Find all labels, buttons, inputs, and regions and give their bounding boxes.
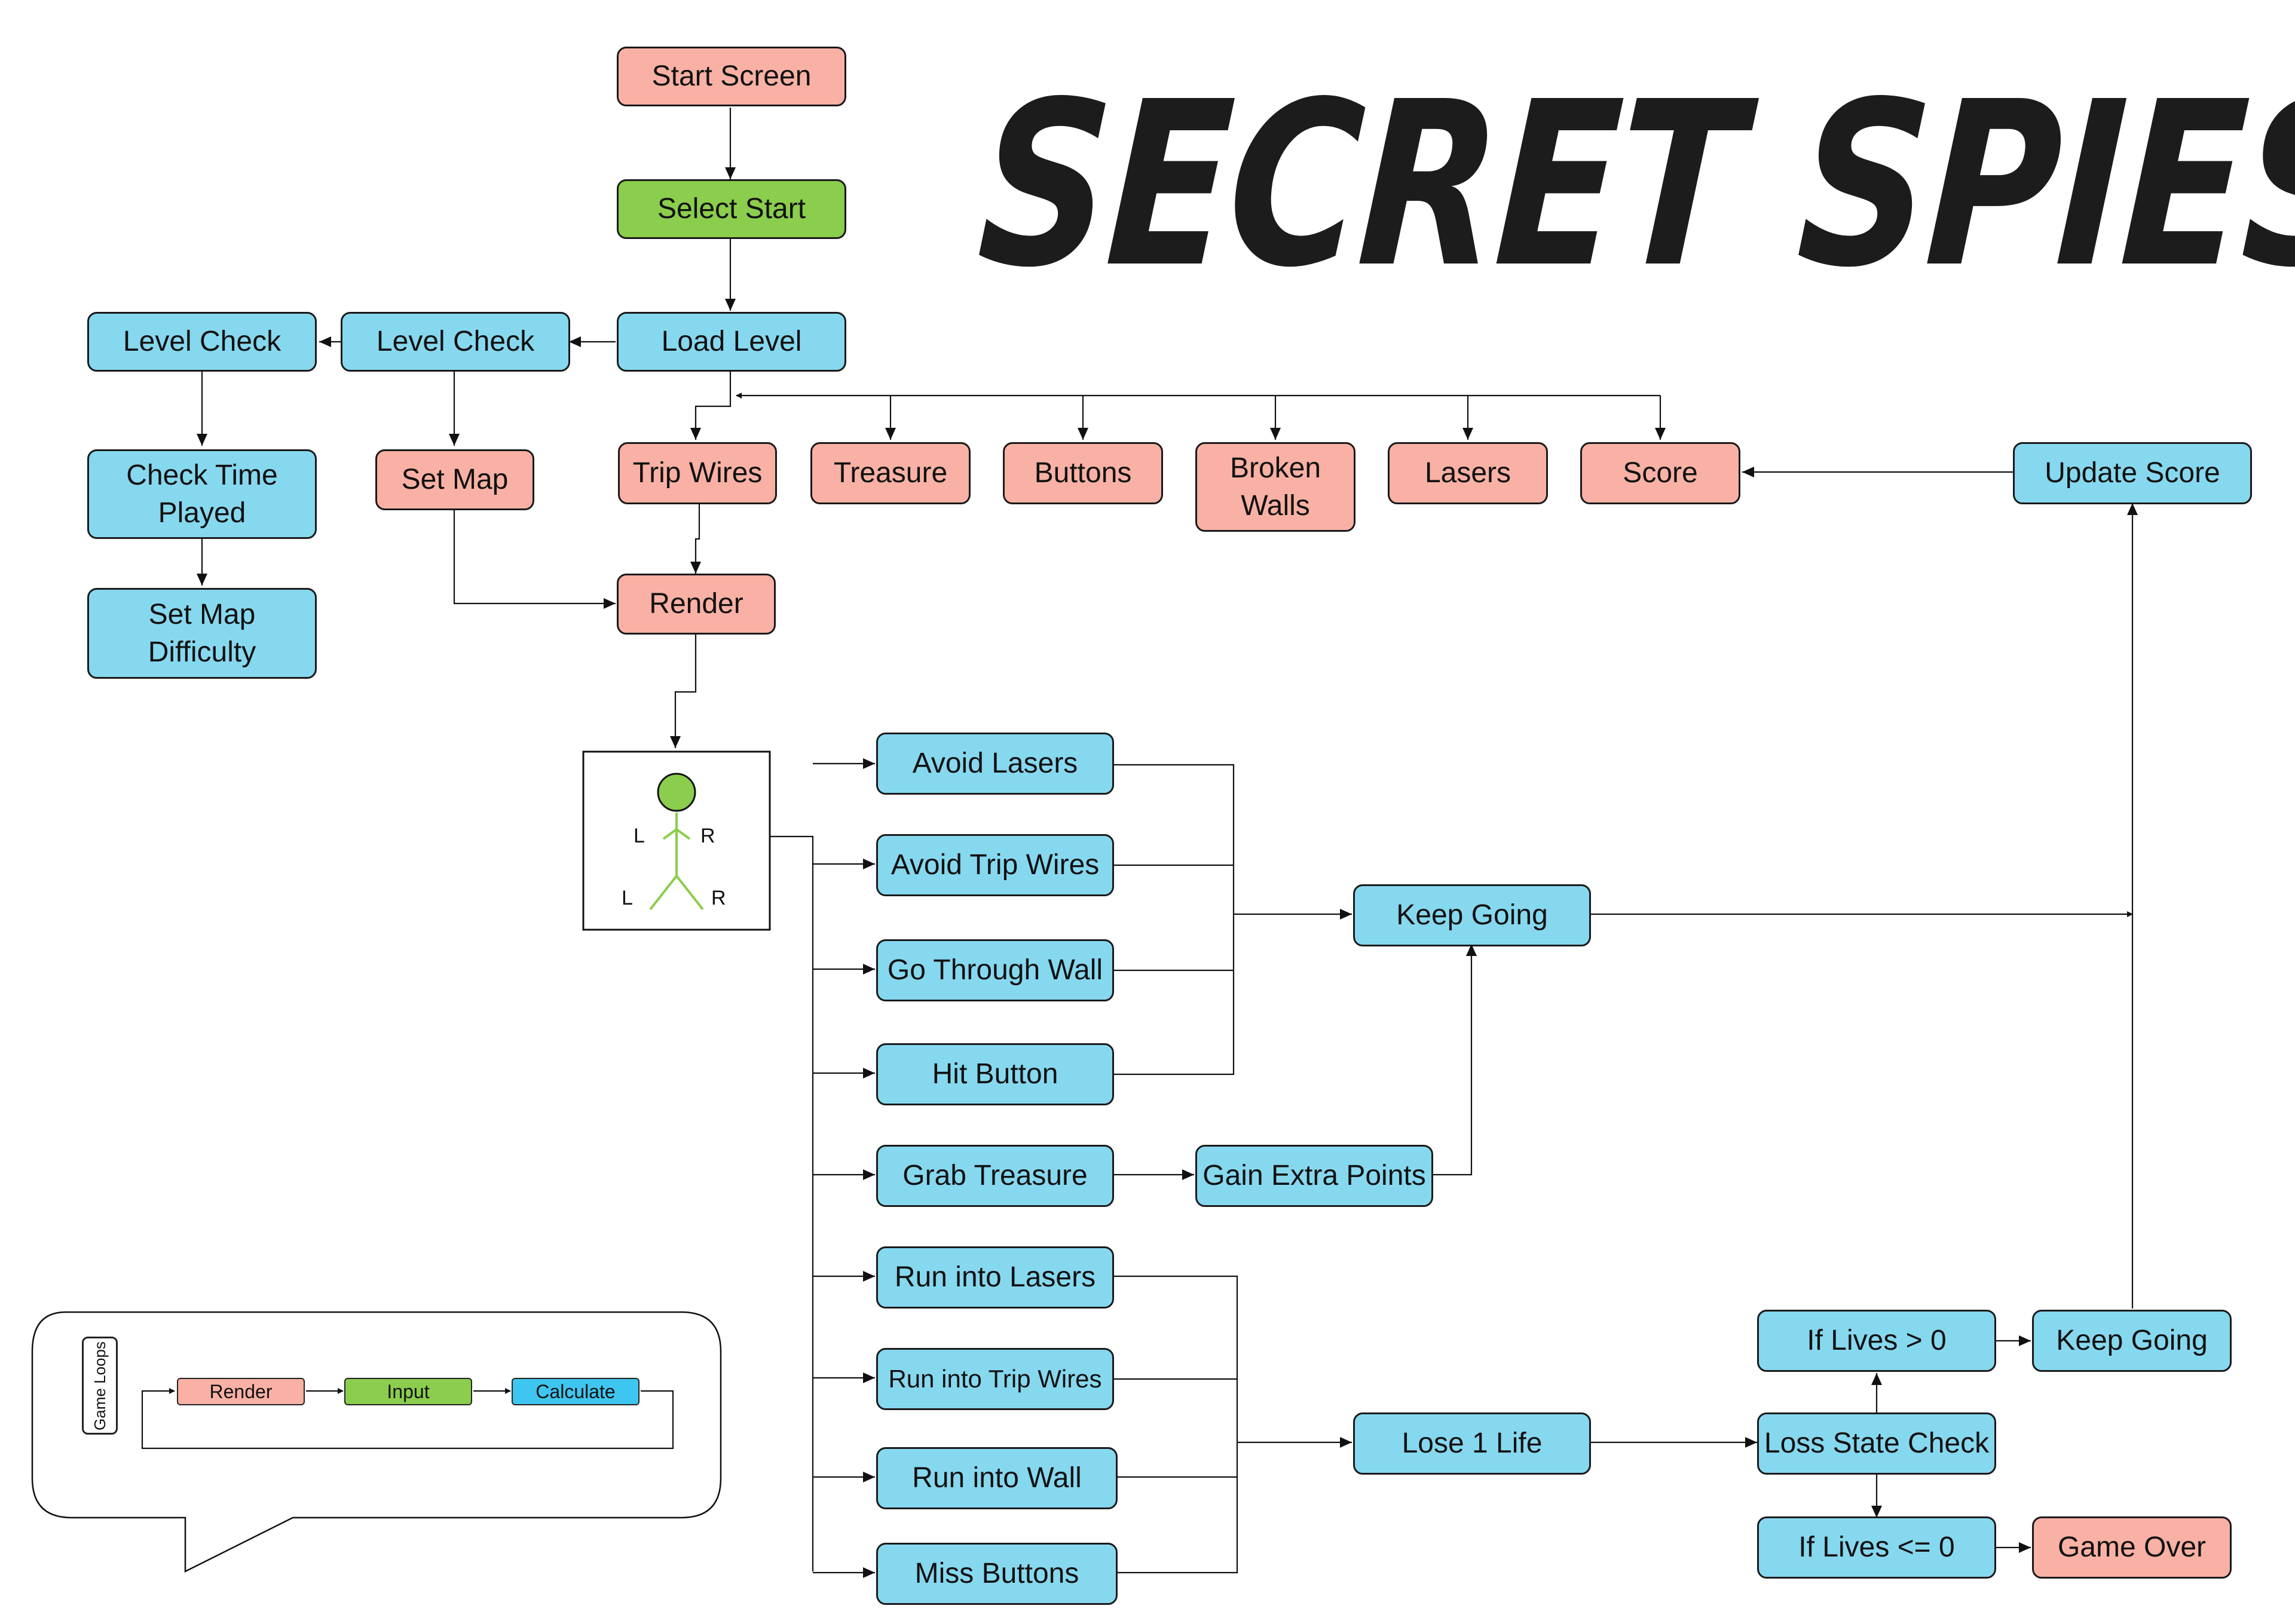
node-set-map-difficulty: Set Map Difficulty	[87, 588, 317, 679]
node-check-time-played: Check Time Played	[87, 449, 317, 539]
node-run-into-trip-wires: Run into Trip Wires	[876, 1348, 1114, 1410]
node-run-into-wall: Run into Wall	[876, 1447, 1118, 1509]
stick-figure	[649, 813, 704, 911]
node-keep-going-2: Keep Going	[2032, 1310, 2232, 1372]
node-update-score: Update Score	[2013, 442, 2252, 504]
node-start-screen: Start Screen	[617, 47, 846, 106]
figure-label-upper-left: L	[634, 825, 645, 847]
node-avoid-trip-wires: Avoid Trip Wires	[876, 834, 1114, 896]
node-lose-1-life: Lose 1 Life	[1353, 1412, 1591, 1475]
node-lasers: Lasers	[1388, 442, 1548, 504]
node-grab-treasure: Grab Treasure	[876, 1145, 1114, 1207]
node-gain-extra-points: Gain Extra Points	[1195, 1145, 1433, 1207]
node-load-level: Load Level	[617, 312, 846, 372]
legend-calculate: Calculate	[512, 1378, 639, 1405]
figure-label-upper-right: R	[700, 825, 715, 847]
figure-label-lower-right: R	[711, 887, 726, 909]
figure-label-lower-left: L	[622, 887, 633, 909]
diagram-title: SECRET SPIES	[972, 53, 2295, 317]
node-render: Render	[617, 574, 776, 635]
node-level-check-2: Level Check	[341, 312, 570, 372]
node-buttons: Buttons	[1003, 442, 1163, 504]
node-if-lives-le-0: If Lives <= 0	[1757, 1516, 1996, 1579]
node-go-through-wall: Go Through Wall	[876, 939, 1114, 1001]
legend-tag: Game Loops	[82, 1337, 118, 1435]
legend-render: Render	[177, 1378, 305, 1405]
node-trip-wires: Trip Wires	[618, 442, 777, 504]
node-broken-walls: Broken Walls	[1195, 442, 1355, 532]
node-set-map: Set Map	[375, 449, 534, 510]
node-select-start: Select Start	[617, 179, 846, 239]
player-head	[657, 773, 696, 812]
node-avoid-lasers: Avoid Lasers	[876, 733, 1114, 795]
legend-tag-text: Game Loops	[90, 1341, 109, 1430]
node-if-lives-gt-0: If Lives > 0	[1757, 1310, 1996, 1372]
node-miss-buttons: Miss Buttons	[876, 1543, 1118, 1605]
node-loss-state-check: Loss State Check	[1757, 1412, 1996, 1475]
node-run-into-lasers: Run into Lasers	[876, 1246, 1114, 1309]
node-score: Score	[1580, 442, 1740, 504]
node-game-over: Game Over	[2032, 1516, 2232, 1579]
node-level-check-1: Level Check	[87, 312, 317, 372]
node-hit-button: Hit Button	[876, 1043, 1114, 1105]
node-keep-going-1: Keep Going	[1353, 884, 1591, 946]
legend-input: Input	[344, 1378, 472, 1405]
node-treasure: Treasure	[810, 442, 971, 504]
